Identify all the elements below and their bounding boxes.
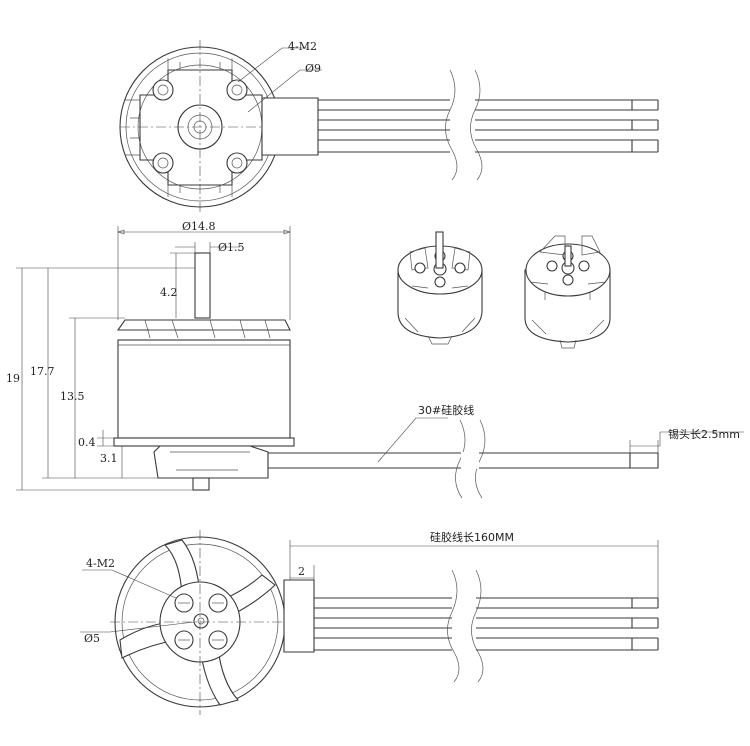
label-wire-type: 30#硅胶线 bbox=[418, 403, 474, 417]
label-shaft-diameter: Ø1.5 bbox=[218, 241, 245, 254]
iso-view-left bbox=[397, 231, 483, 345]
iso-view-right bbox=[524, 235, 611, 349]
label-wire-length: 硅胶线长160MM bbox=[430, 530, 514, 544]
label-base-height: 3.1 bbox=[100, 452, 118, 465]
label-bottom-circle: Ø5 bbox=[84, 632, 100, 645]
label-diameter: Ø14.8 bbox=[182, 220, 216, 233]
label-tin-tip: 锡头长2.5mm bbox=[668, 427, 740, 441]
label-bottom-holes: 4-M2 bbox=[86, 557, 115, 570]
label-body-height: 17.7 bbox=[30, 365, 55, 378]
bottom-view: 硅胶线长160MM 2 4-M2 Ø5 bbox=[80, 530, 659, 715]
label-top-holes: 4-M2 bbox=[288, 40, 317, 53]
label-flange-gap: 0.4 bbox=[78, 436, 96, 449]
label-total-height: 19 bbox=[6, 372, 20, 385]
label-stator-height: 13.5 bbox=[60, 390, 85, 403]
side-view: Ø14.8 Ø1.5 4.2 19 17.7 13.5 0.4 3.1 bbox=[6, 220, 744, 499]
label-top-circle: Ø9 bbox=[305, 62, 321, 75]
label-shaft-height: 4.2 bbox=[160, 286, 178, 299]
top-view: 4-M2 Ø9 bbox=[119, 40, 659, 215]
label-wire-offset: 2 bbox=[298, 565, 305, 578]
